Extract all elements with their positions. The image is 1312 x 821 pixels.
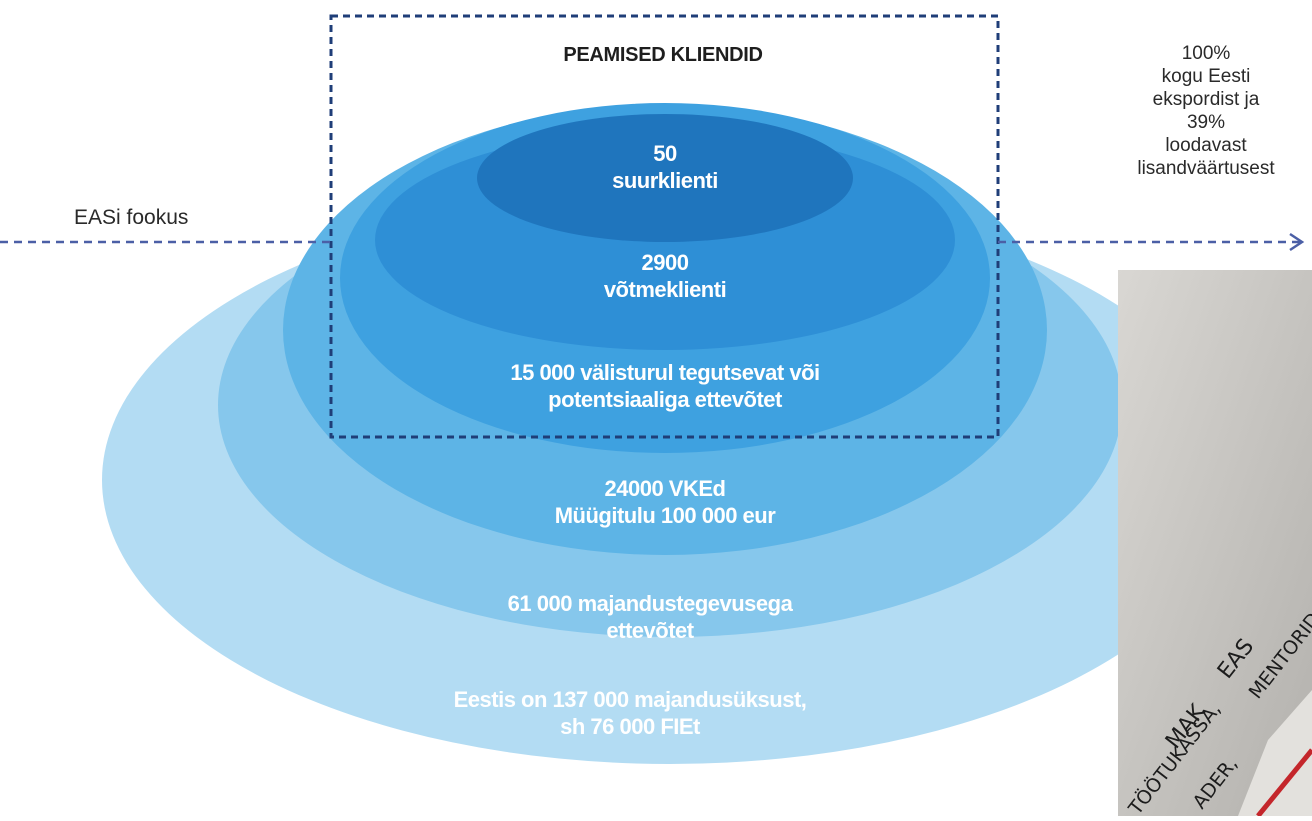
right-note-line: ekspordist ja <box>1152 89 1260 110</box>
diagram-title: PEAMISED KLIENDID <box>563 44 763 66</box>
right-note: 100% kogu Eesti ekspordist ja 39% loodav… <box>1137 42 1274 180</box>
ellipse-large-clients <box>477 114 853 242</box>
level-line: ettevõtet <box>606 618 694 643</box>
level-label-large-clients: 50 suurklienti <box>612 140 718 194</box>
right-note-line: 39% <box>1186 112 1226 133</box>
level-line: võtmeklienti <box>603 277 727 302</box>
arrow-head-icon <box>1289 232 1305 252</box>
level-line: potentsiaaliga ettevõtet <box>548 387 782 412</box>
handwritten-note-photo: MAK EAS TÖÖTUKASSA, MENTORID ADER, <box>1118 270 1312 816</box>
level-label-active-firms: 61 000 majandustegevusega ettevõtet <box>508 590 793 644</box>
right-note-line: kogu Eesti <box>1161 66 1251 87</box>
handwritten-note-image: MAK EAS TÖÖTUKASSA, MENTORID ADER, <box>1118 270 1312 816</box>
level-line: 15 000 välisturul tegutsevat või <box>510 360 820 385</box>
focus-dashed-box <box>329 14 1000 439</box>
level-label-sme: 24000 VKEd Müügitulu 100 000 eur <box>555 475 776 529</box>
level-line: 50 <box>653 141 677 166</box>
right-note-line: loodavast <box>1165 135 1247 156</box>
level-label-export-firms: 15 000 välisturul tegutsevat või potents… <box>510 359 820 413</box>
level-line: 2900 <box>641 250 689 275</box>
level-line: suurklienti <box>612 168 718 193</box>
level-label-key-clients: 2900 võtmeklienti <box>603 249 727 303</box>
level-line: Eestis on 137 000 majandusüksust, <box>453 687 807 712</box>
level-line: Müügitulu 100 000 eur <box>554 503 776 528</box>
level-label-all-units: Eestis on 137 000 majandusüksust, sh 76 … <box>454 686 807 740</box>
right-note-line: 100% <box>1181 43 1231 64</box>
level-line: sh 76 000 FIEt <box>560 714 700 739</box>
level-line: 24000 VKEd <box>604 476 726 501</box>
right-note-line: lisandväärtusest <box>1137 158 1275 179</box>
focus-label: EASi fookus <box>74 206 189 229</box>
level-line: 61 000 majandustegevusega <box>507 591 793 616</box>
